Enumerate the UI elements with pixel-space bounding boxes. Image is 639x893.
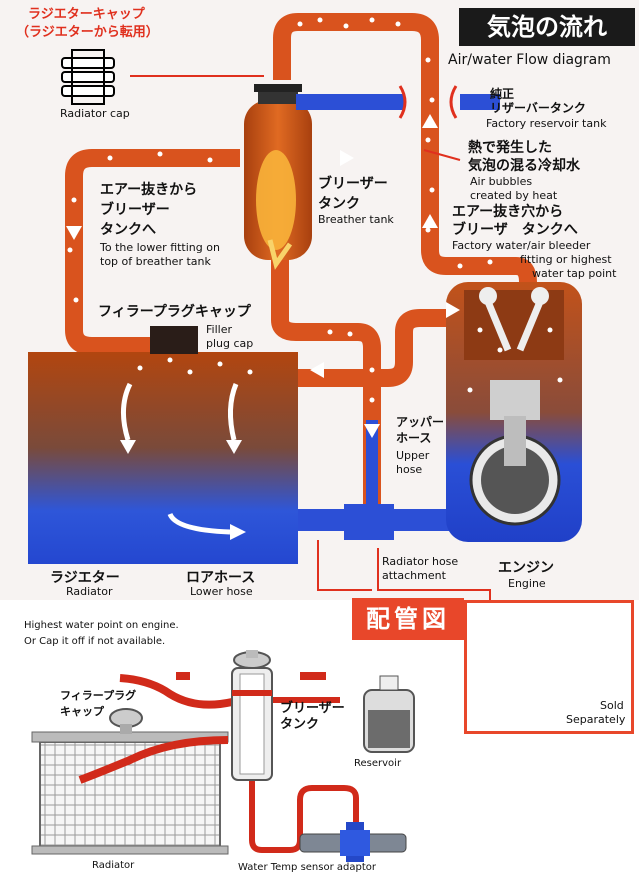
- engine-en: Engine: [508, 577, 546, 590]
- air-vent-jp3: タンクへ: [100, 222, 156, 238]
- filler-jp: フィラープラグキャップ: [98, 304, 251, 320]
- bubbles-jp2: 気泡の混る冷却水: [468, 158, 580, 174]
- radiator-jp: ラジエター: [50, 570, 120, 586]
- bottom-filler-jp2: キャップ: [60, 705, 104, 718]
- radiator-cap-icon: [61, 49, 115, 105]
- air-vent-en2: top of breather tank: [100, 255, 211, 268]
- bottom-reservoir-label: Reservoir: [354, 758, 402, 769]
- upper-hose-en1: Upper: [396, 449, 430, 462]
- air-vent-en1: To the lower fitting on: [100, 241, 220, 254]
- radiator-cap-jp1: ラジエターキャップ: [28, 7, 145, 22]
- reservoir-jp2: リザーバータンク: [490, 101, 586, 115]
- reservoir-jp1: 純正: [490, 87, 515, 101]
- sold-en1: Sold: [600, 699, 624, 712]
- filler-cap: [150, 326, 198, 354]
- air-bubbles: [67, 17, 563, 403]
- bleeder-en3: water tap point: [532, 267, 617, 280]
- lower-hose-en: Lower hose: [190, 585, 253, 598]
- breather-en: Breather tank: [318, 213, 394, 226]
- radiator-cap-jp2: （ラジエターから転用）: [16, 25, 159, 40]
- air-vent-jp1: エアー抜きから: [100, 182, 198, 198]
- filler-en1: Filler: [206, 323, 232, 336]
- radiator-en: Radiator: [66, 585, 113, 598]
- bottom-breather-jp2: タンク: [280, 717, 320, 732]
- bleeder-jp1: エアー抜き穴から: [452, 204, 564, 220]
- breather-outlet-hose: [271, 250, 381, 510]
- bubbles-en2: created by heat: [470, 189, 558, 202]
- bubbles-en1: Air bubbles: [470, 175, 533, 188]
- piping-diagram-label: 配管図: [352, 598, 464, 640]
- engine-jp: エンジン: [498, 560, 554, 576]
- air-vent-hose: [65, 149, 240, 355]
- bleeder-en1: Factory water/air bleeder: [452, 239, 591, 252]
- air-vent-jp2: ブリーザー: [100, 202, 170, 218]
- bottom-sensor-label: Water Temp sensor adaptor: [238, 862, 376, 873]
- sold-en2: Separately: [566, 713, 626, 726]
- upper-hose: [298, 309, 478, 387]
- bleeder-hose: [273, 13, 537, 283]
- breather-jp2: タンク: [318, 196, 360, 212]
- bottom-note-2: Or Cap it off if not available.: [24, 636, 166, 647]
- sold-separately-box: [464, 600, 634, 734]
- hose-attachment: [344, 504, 394, 540]
- diagram-title-jp: 気泡の流れ: [459, 8, 635, 46]
- bottom-filler-jp1: フィラープラグ: [60, 689, 137, 702]
- radiator-body: [28, 352, 298, 564]
- bubbles-jp1: 熱で発生した: [468, 140, 552, 156]
- upper-hose-en2: hose: [396, 463, 423, 476]
- bottom-breather-jp1: ブリーザー: [280, 701, 345, 716]
- bleeder-jp2: ブリーザ タンクへ: [452, 222, 578, 238]
- lower-hose-jp: ロアホース: [186, 570, 256, 586]
- hose-attach-en1: Radiator hose: [382, 555, 459, 568]
- reservoir-en: Factory reservoir tank: [486, 117, 607, 130]
- upper-hose-jp1: アッパー: [396, 415, 445, 429]
- bleeder-en2: fitting or highest: [520, 253, 612, 266]
- filler-en2: plug cap: [206, 337, 254, 350]
- bottom-note-1: Highest water point on engine.: [24, 620, 179, 631]
- bottom-radiator-label: Radiator: [92, 860, 135, 871]
- radiator-cap-en: Radiator cap: [60, 107, 130, 120]
- upper-hose-jp2: ホース: [396, 431, 432, 445]
- breather-jp1: ブリーザー: [318, 176, 388, 192]
- diagram-title-en: Air/water Flow diagram: [448, 52, 611, 68]
- hose-attach-en2: attachment: [382, 569, 446, 582]
